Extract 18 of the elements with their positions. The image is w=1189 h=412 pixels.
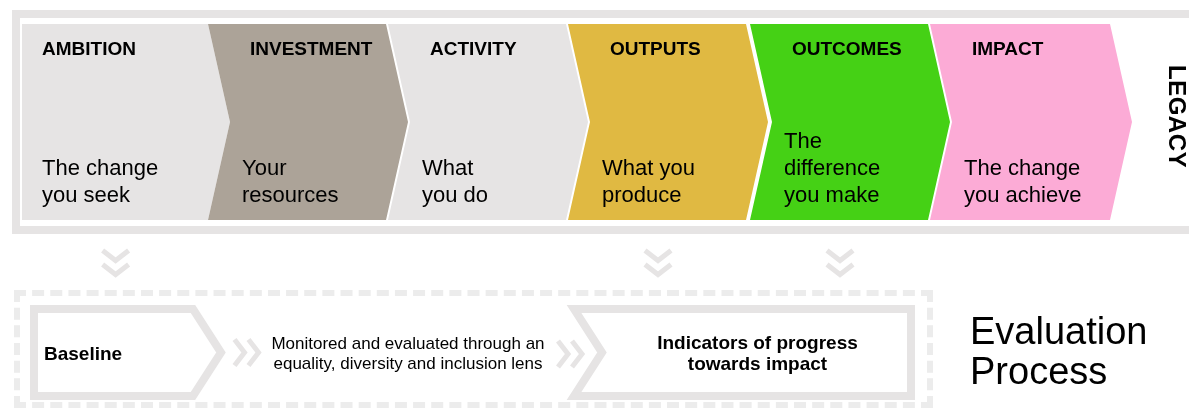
- step-description: The change you seek: [42, 154, 160, 208]
- frame-heading: LEGACY: [1163, 65, 1189, 168]
- step-description: The difference you make: [784, 127, 882, 208]
- step-heading: OUTCOMES: [792, 38, 902, 60]
- step-heading: IMPACT: [972, 38, 1044, 60]
- step-heading: OUTPUTS: [610, 38, 701, 60]
- step-label: Baseline: [44, 342, 123, 363]
- step-description: What you produce: [602, 154, 696, 208]
- step-label: Indicators of progress towards impact: [656, 331, 859, 374]
- step-heading: ACTIVITY: [430, 38, 517, 60]
- step-description: The change you achieve: [964, 154, 1083, 208]
- step-description: Your resources: [242, 154, 340, 208]
- step-heading: AMBITION: [42, 38, 136, 60]
- process-note: Monitored and evaluated through an equality, diversity and inclusion lens: [270, 334, 546, 374]
- legacy-frame: [12, 10, 1189, 234]
- step-heading: INVESTMENT: [250, 38, 373, 60]
- step-description: What you do: [422, 154, 490, 208]
- section-heading: Evaluation Process: [970, 311, 1149, 391]
